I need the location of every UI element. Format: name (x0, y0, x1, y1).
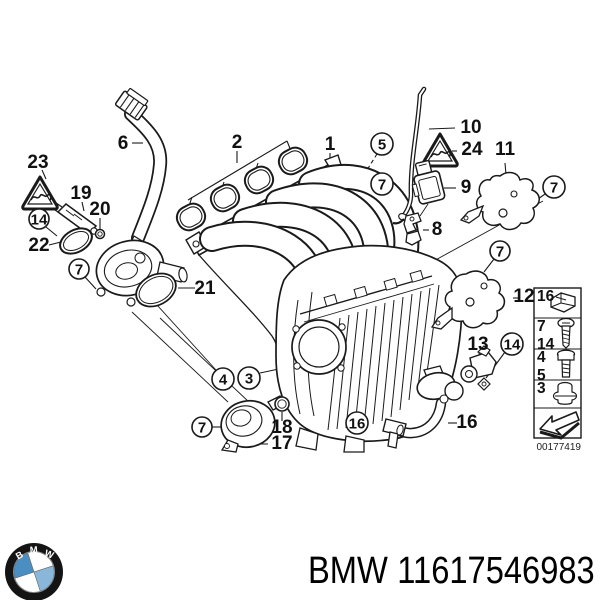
callout-1: 1 (325, 134, 336, 155)
logo-letter-W: W (43, 548, 55, 562)
vent-valve-17 (220, 395, 286, 453)
o-ring-21 (135, 272, 177, 308)
grommet-icon (552, 381, 578, 405)
panel-label-7: 7 (537, 318, 546, 335)
svg-text:7: 7 (496, 244, 504, 261)
callout-circled-14: 14 (28, 208, 50, 230)
panel-label-16: 16 (537, 288, 555, 305)
clip-8 (403, 212, 422, 246)
dipstick-tube (392, 86, 427, 225)
gasket-set (175, 146, 309, 232)
panel-label-14: 14 (537, 336, 555, 353)
o-ring-18 (274, 396, 290, 412)
callout-circled-7: 7 (191, 416, 213, 438)
page-arrow-icon (539, 411, 580, 440)
o-ring-20 (94, 228, 106, 240)
clip-icon (550, 292, 576, 313)
callout-22: 22 (28, 235, 49, 256)
hardware-legend-panel: 00177419 (533, 287, 582, 453)
callout-circled-14: 14 (500, 332, 524, 356)
bracket-12 (430, 270, 506, 330)
bolt-icon (556, 349, 576, 378)
panel-label-4: 4 (537, 349, 546, 366)
warning-triangle-24-icon (421, 132, 459, 168)
callout-13: 13 (467, 334, 488, 355)
logo-letter-M: M (29, 545, 38, 557)
svg-text:7: 7 (378, 177, 386, 194)
callout-circled-7: 7 (489, 240, 511, 262)
hose-clamp (114, 88, 149, 121)
callout-24: 24 (461, 139, 483, 160)
solenoid-valve-9 (411, 160, 446, 205)
callout-19: 19 (70, 183, 91, 204)
throttle-flange (291, 319, 347, 375)
callout-circled-7: 7 (68, 258, 90, 280)
svg-text:14: 14 (31, 212, 48, 229)
callout-circled-16: 16 (345, 411, 369, 435)
callout-6: 6 (118, 133, 129, 154)
callout-circled-7: 7 (542, 175, 566, 199)
callout-16: 16 (456, 412, 477, 433)
logo-letter-B: B (14, 549, 26, 562)
warning-triangle-23-icon (21, 175, 59, 211)
svg-text:7: 7 (198, 420, 206, 437)
callout-17: 17 (271, 433, 292, 454)
seal-ring-22 (59, 227, 93, 255)
svg-text:14: 14 (504, 337, 521, 354)
callout-23: 23 (27, 152, 48, 173)
callout-21: 21 (194, 278, 216, 299)
svg-text:4: 4 (219, 372, 228, 389)
svg-text:5: 5 (378, 137, 386, 154)
panel-label-3: 3 (537, 380, 546, 397)
callout-circled-4: 4 (211, 367, 235, 391)
callout-20: 20 (89, 199, 110, 220)
svg-text:7: 7 (550, 180, 558, 197)
part-number-text: 11617546983 (397, 549, 594, 592)
svg-text:16: 16 (349, 416, 366, 433)
diagram-code: 00177419 (537, 442, 582, 453)
callout-11: 11 (495, 139, 516, 160)
callout-8: 8 (432, 219, 443, 240)
injector-ports (323, 269, 424, 307)
vent-hose (114, 88, 168, 245)
brand-text: BMW (308, 549, 388, 592)
callout-18: 18 (271, 417, 292, 438)
callout-circled-5: 5 (370, 132, 394, 156)
svg-text:3: 3 (245, 371, 253, 388)
callout-10: 10 (460, 117, 481, 138)
callout-2: 2 (232, 132, 243, 153)
callout-12: 12 (513, 286, 534, 307)
purge-valve-and-hose-16 (382, 365, 464, 449)
svg-text:7: 7 (75, 262, 83, 279)
callout-circled-7: 7 (370, 172, 394, 196)
sensor-13 (460, 345, 497, 391)
callout-circled-3: 3 (237, 366, 261, 390)
panel-label-5: 5 (537, 367, 546, 384)
bracket-11 (459, 171, 540, 231)
screw-icon (557, 317, 575, 349)
callout-9: 9 (461, 177, 472, 198)
